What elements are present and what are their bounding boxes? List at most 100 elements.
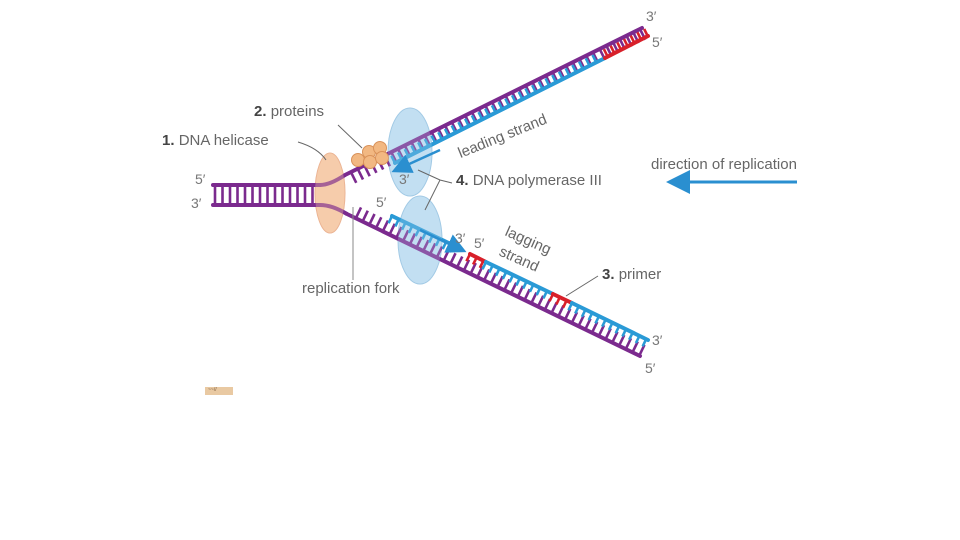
proteins-label: 2. proteins (254, 103, 325, 120)
lower-template-rung (361, 210, 369, 223)
lagging-fragment-1-rung (387, 215, 394, 224)
polymerase-leading-overlay (388, 108, 432, 196)
lower-template-rung (570, 311, 579, 324)
leading-strand-rung (510, 94, 517, 104)
leading-strand-rung (497, 101, 504, 110)
lagging-primer-2-rung (561, 299, 568, 309)
lagging-fragment-1-rung (394, 218, 400, 228)
direction-of-replication-label: direction of replication (651, 156, 797, 173)
lagging-fragment-3-rung (634, 335, 641, 344)
lagging-fragment-3-rung (567, 302, 574, 311)
leading-strand-rung (463, 118, 470, 127)
primer-rung-upper (616, 41, 623, 51)
leading-strand-rung (551, 74, 558, 83)
lower-top-end-label: 3′ (652, 332, 663, 348)
leading-inner-3prime-label: 3′ (399, 171, 410, 187)
primer-rung-upper (622, 38, 629, 47)
lagging-fragment-3-rung (628, 331, 634, 341)
lower-template-rung (449, 252, 457, 265)
primer-label: 3. primer (602, 266, 662, 283)
leading-strand-rung (470, 114, 477, 124)
polymerase-leader-line-2 (424, 179, 441, 211)
lagging-fragment-3-rung (621, 328, 628, 338)
lagging-fragment-2-rung (481, 261, 488, 270)
lower-template-rung (442, 249, 450, 262)
leading-strand-rung (443, 128, 450, 137)
lagging-fragment-2-rung (521, 280, 528, 290)
lagging-fragment-3-rung (601, 318, 607, 328)
leading-strand-rung (531, 84, 537, 93)
leading-strand-rung (584, 57, 591, 67)
upper-template-rung (356, 168, 365, 181)
fork-bottom-curve (319, 203, 349, 216)
lower-template-rung (428, 242, 437, 255)
lagging-primer-2 (551, 292, 574, 305)
lagging-fragment-3-rung (607, 322, 614, 331)
upper-bottom-end-label: 5′ (652, 34, 663, 50)
lagging-fragment-2-rung (488, 264, 494, 274)
leading-strand-rung (557, 71, 564, 80)
left-top-end-label: 5′ (195, 171, 206, 187)
leading-strand-rung (504, 98, 511, 107)
lower-bottom-end-label: 5′ (645, 360, 656, 376)
leading-strand-rung (437, 131, 444, 141)
lagging-fragment-3-rung (614, 325, 621, 334)
upper-template-backbone (343, 26, 644, 177)
lagging-fragment-2 (484, 260, 555, 296)
leading-strand-rung (484, 108, 491, 117)
leading-strand-rung (457, 121, 464, 130)
primer-rung-upper (636, 31, 643, 41)
primer-rung-upper (602, 48, 609, 57)
upper-template-rung (349, 171, 358, 184)
lagging-primer-1 (468, 252, 488, 264)
lower-template-rung (374, 216, 383, 229)
lagging-fragment-3-rung (641, 338, 648, 347)
lagging-fragment-2-rung (501, 271, 508, 280)
leading-strand-rung (423, 138, 430, 147)
fork-top-curve (319, 173, 347, 187)
helicase-overlay (315, 153, 345, 233)
leading-strand-rung (517, 91, 524, 100)
leading-strand-rung (591, 54, 598, 63)
helicase-leader-line (297, 141, 327, 161)
left-bottom-end-label: 3′ (191, 195, 202, 211)
lagging-fragment-2-rung (508, 274, 515, 283)
proteins-leader-line (337, 124, 363, 149)
lagging-primer-2-rung (555, 296, 561, 305)
lagging-inner-3prime-label: 3′ (455, 230, 466, 246)
lower-template-rung (415, 236, 423, 249)
lagging-fragment-2-rung (494, 267, 501, 277)
lagging-fragment-1-rung (414, 228, 421, 237)
primer-rung-upper (609, 45, 616, 54)
lagging-fragment-2-rung (542, 290, 549, 299)
thumbnail-image: ~~// (205, 387, 233, 395)
leading-primer-backbone (603, 34, 650, 60)
lower-template-rung (388, 223, 396, 236)
lagging-fragment-3-rung (574, 305, 580, 315)
leading-strand-rung (490, 104, 497, 114)
lagging-primer-1-rung (478, 260, 485, 269)
leading-synthesis-arrow (391, 148, 441, 173)
lagging-fragment-3-rung (594, 315, 601, 324)
leading-strand-rung (524, 87, 531, 97)
lower-template-rung (455, 255, 464, 268)
upper-template-rung (363, 164, 371, 177)
lagging-synthesis-arrow (419, 228, 467, 253)
lagging-primer-1-rung (465, 253, 472, 262)
fork-inner-5prime-label: 5′ (376, 194, 387, 210)
lagging-fragment-2-rung (515, 277, 522, 286)
lower-template-rung (435, 246, 444, 259)
lagging-fragment-2-rung (535, 287, 542, 296)
upper-top-end-label: 3′ (646, 8, 657, 24)
primer-leader-line (565, 275, 599, 297)
lower-template-rung (422, 239, 430, 252)
primer-rung-upper (629, 35, 636, 44)
lagging-fragment-3 (570, 301, 650, 342)
replication-fork-label: replication fork (302, 280, 400, 297)
leading-strand-backbone (393, 56, 607, 165)
leading-strand-rung (430, 135, 437, 144)
helicase-shape (314, 152, 346, 234)
polymerase-label: 4. DNA polymerase III (456, 172, 602, 189)
leading-strand-rung (410, 145, 417, 154)
